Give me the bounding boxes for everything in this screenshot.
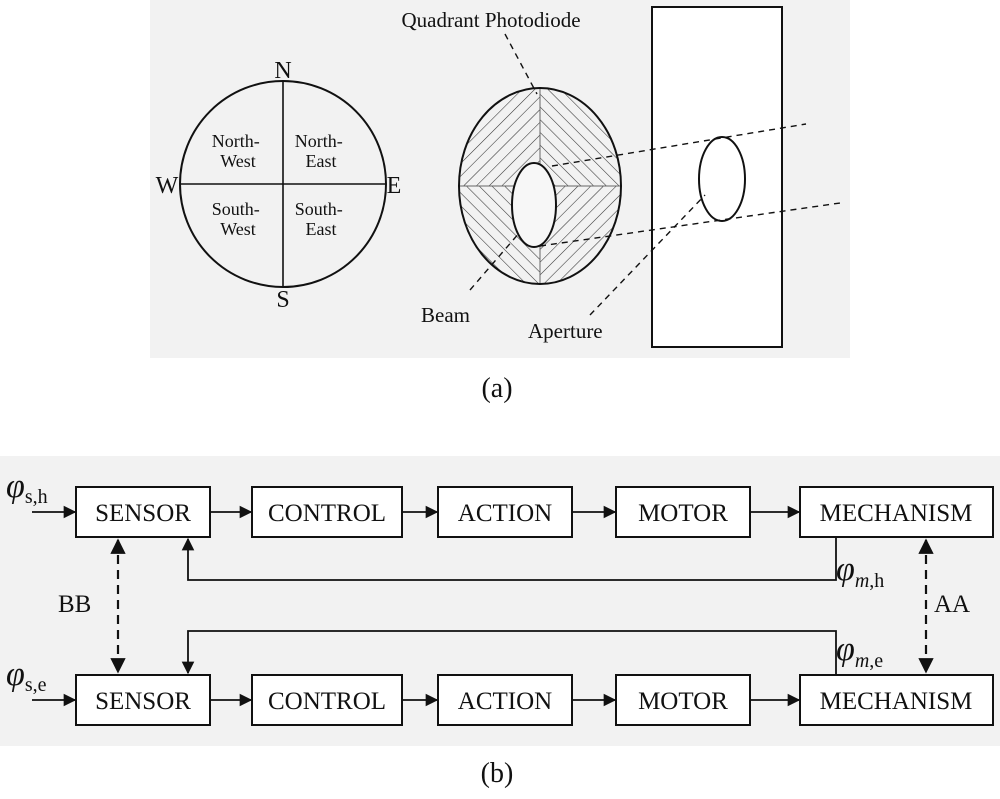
compass-north-label: N [274,58,291,84]
mechanism-coupling-label: AA [934,591,970,618]
bottom-feedback-loop [181,630,837,675]
bottom-motor-box [615,674,751,726]
panel-a-caption: (a) [481,373,512,404]
photodiode-outline [458,87,622,285]
bottom-action-label: ACTION [458,688,552,715]
top-input-angle-label: φs,h [6,468,48,508]
compass-diagram: N S W E North- West North- East South- W… [156,58,402,313]
bottom-feedback-angle-label: φm,e [836,631,883,672]
compass-west-label: W [156,173,179,199]
quadrant-southwest-label: South- West [212,199,265,239]
top-action-label: ACTION [458,500,552,527]
top-feedback-loop [181,537,837,581]
beam-label: Beam [421,303,470,327]
bottom-sensor-box [75,674,211,726]
bottom-mechanism-label: MECHANISM [820,688,973,715]
top-motor-label: MOTOR [638,500,728,527]
bottom-mechanism-box [799,674,994,726]
top-mechanism-label: MECHANISM [820,500,973,527]
quadrant-northeast-label: North- East [295,131,348,171]
top-feedback-angle-label: φm,h [836,551,884,592]
aperture-leader [589,194,706,316]
quadrant-photodiode-leader [504,33,538,95]
photodiode-hatch-bottom-left [459,186,540,284]
photodiode-hatch-bottom-right [540,186,621,284]
bottom-control-box [251,674,403,726]
photodiode-hatch-top-right [540,88,621,186]
bottom-input-angle-label: φs,e [6,656,47,696]
aperture-plate-outline [651,6,783,348]
photodiode-hatch-top-left [459,88,540,186]
sensor-coupling-label: BB [58,591,91,618]
beam-leader [469,231,521,291]
compass-south-label: S [276,287,289,313]
beam-projection-upper [551,123,807,167]
top-control-label: CONTROL [268,500,386,527]
bottom-sensor-label: SENSOR [95,688,191,715]
aperture-plate [651,6,783,348]
quadrant-photodiode-label: Quadrant Photodiode [401,8,580,32]
quadrant-photodiode [458,87,622,285]
aperture-label: Aperture [528,319,603,343]
top-sensor-label: SENSOR [95,500,191,527]
aperture-opening [698,136,746,222]
panel-b: SENSOR CONTROL ACTION MOTOR MECHANISM SE… [0,456,1000,746]
top-motor-box [615,486,751,538]
panel-a: N S W E North- West North- East South- W… [150,0,850,358]
bottom-control-label: CONTROL [268,688,386,715]
panel-b-caption: (b) [481,758,514,789]
quadrant-northwest-label: North- West [212,131,265,171]
beam-spot [511,162,557,248]
quadrant-southeast-label: South- East [295,199,348,239]
compass-east-label: E [387,173,402,199]
bottom-motor-label: MOTOR [638,688,728,715]
